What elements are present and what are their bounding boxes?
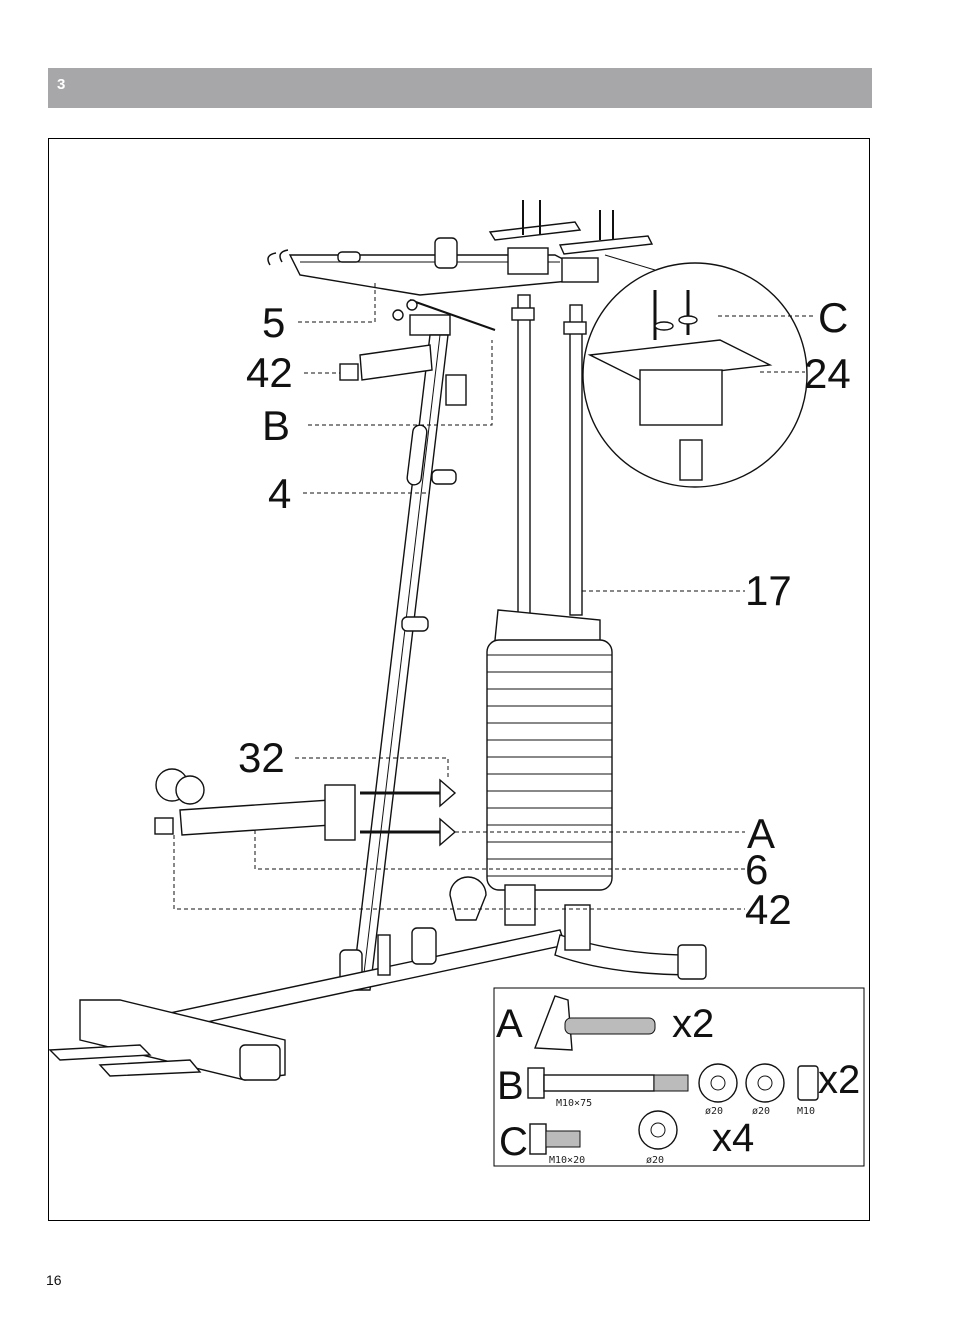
- upper-arm: [339, 344, 433, 381]
- hardware-C-letter: C: [499, 1120, 528, 1164]
- hardware-B-nut: M10: [797, 1106, 815, 1117]
- callout-24: 24: [804, 350, 851, 397]
- callout-6: 6: [745, 846, 768, 893]
- detail-magnifier: [582, 254, 808, 488]
- knob-bolt-A-icon: [534, 995, 573, 1051]
- upright-column: [339, 334, 467, 991]
- lower-arm: [154, 768, 457, 847]
- hardware-C-bolt-size: M10×20: [549, 1155, 585, 1166]
- callout-5: 5: [262, 299, 285, 346]
- hardware-B-washer2: ø20: [752, 1106, 770, 1117]
- top-beam: [267, 237, 599, 336]
- callout-17: 17: [745, 567, 792, 614]
- nut-B-icon: [797, 1065, 819, 1101]
- callout-42-bottom: 42: [745, 886, 792, 933]
- hardware-B-bolt-size: M10×75: [556, 1098, 592, 1109]
- step-header-bar: [48, 68, 872, 108]
- callout-B: B: [262, 402, 290, 449]
- bolt-B-icon: [527, 1067, 545, 1099]
- callout-32: 32: [238, 734, 285, 781]
- assembly-diagram-frame: [48, 138, 870, 1221]
- leader-lines: [173, 282, 815, 910]
- hardware-C-qty: x4: [712, 1116, 754, 1160]
- hardware-B-qty: x2: [818, 1058, 860, 1102]
- hardware-B-letter: B: [497, 1064, 524, 1108]
- callout-4: 4: [268, 470, 291, 517]
- weight-stack: [486, 609, 613, 926]
- guide-rods: [511, 294, 587, 616]
- callout-42-top: 42: [246, 349, 293, 396]
- hardware-box: A x2 B M10×75 ø20 ø20 M10 x2 C M10×20 ø2…: [493, 987, 865, 1167]
- top-plates: [488, 200, 654, 255]
- bolt-C-icon: [529, 1123, 547, 1155]
- hardware-C-washer: ø20: [646, 1155, 664, 1166]
- hardware-A-qty: x2: [672, 1002, 714, 1046]
- hardware-B-washer1: ø20: [705, 1106, 723, 1117]
- callout-A: A: [747, 810, 775, 857]
- page-number: 16: [46, 1272, 62, 1288]
- callout-C: C: [818, 294, 848, 341]
- base-frame: [48, 876, 707, 1081]
- step-number: 3: [57, 76, 66, 93]
- hardware-A-letter: A: [496, 1002, 523, 1046]
